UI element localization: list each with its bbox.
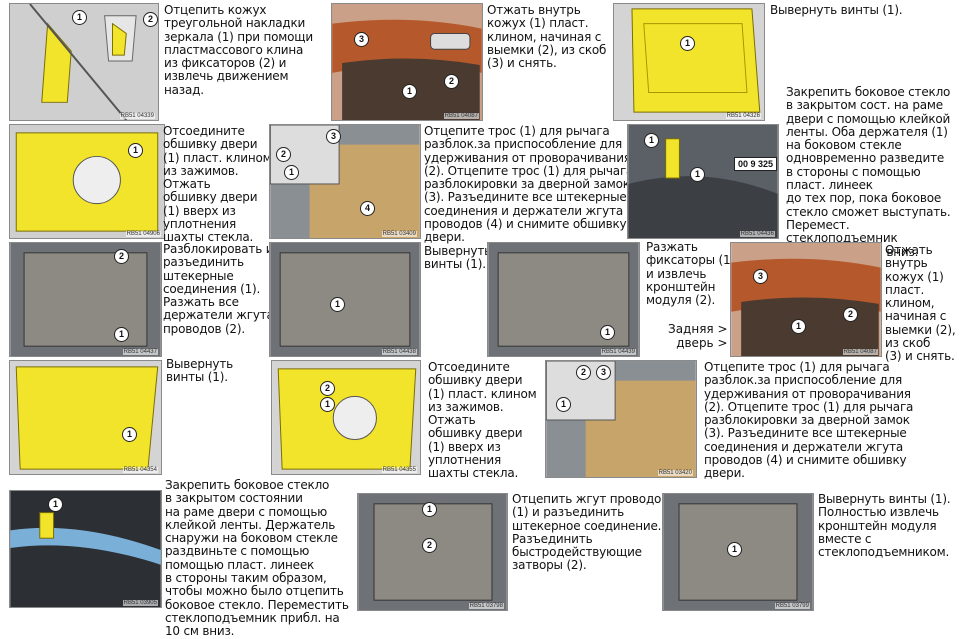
callout: 2 — [422, 538, 437, 553]
illustration-door-panel: 1 RB51 04906 — [9, 124, 165, 239]
callout: 1 — [330, 297, 345, 312]
figure-code: RB51 04437 — [122, 349, 158, 355]
callout: 2 — [576, 365, 591, 380]
rear-door-label: Задняя > дверь > — [668, 322, 728, 350]
step-text: Закрепить боковое стекло в закрытом сост… — [786, 85, 951, 259]
callout: 1 — [320, 397, 335, 412]
step-text: Отжать внутрь кожух (1) пласт. клином, н… — [487, 3, 607, 71]
figure-code: RB51 04906 — [125, 231, 161, 237]
step-text: Разжать фиксаторы (1) и извлечь кронштей… — [646, 240, 735, 308]
illustration-door-connectors: 2 1 RB51 04437 — [9, 242, 162, 357]
step-text: Вывернуть винты (1). — [770, 3, 903, 17]
step-text: Отцепить кожух треугольной накладки зерк… — [164, 3, 313, 97]
step-text: Разблокировать и разъединить штекерные с… — [163, 242, 274, 336]
callout: 1 — [680, 36, 695, 51]
illustration-door-cables: 3 2 1 4 RB51 03409 — [269, 124, 421, 239]
callout: 1 — [791, 319, 806, 334]
illustration-wiring-harness: 1 2 RB51 03798 — [357, 493, 508, 611]
illustration-window-regulator: 1 RB51 03799 — [662, 493, 814, 611]
callout: 1 — [600, 325, 615, 340]
callout: 2 — [114, 249, 129, 264]
illustration-glass-tape: 1 RB51 03905 — [9, 490, 162, 608]
callout: 1 — [284, 165, 299, 180]
callout: 1 — [644, 133, 659, 148]
step-text: Отцепите трос (1) для рычага разблок.за … — [704, 360, 914, 481]
callout: 1 — [128, 143, 143, 158]
callout: 1 — [402, 84, 417, 99]
illustration-glass-holder: 1 1 00 9 325 RB51 04436 — [627, 124, 779, 239]
callout: 1 — [422, 502, 437, 517]
callout: 2 — [320, 381, 335, 396]
step-text: Отцепите трос (1) для рычага разблок.за … — [424, 124, 634, 245]
figure-code: RB51 04087 — [842, 349, 878, 355]
step-text: Отжать внутрь кожух (1) пласт. клином, н… — [885, 243, 956, 364]
callout: 3 — [753, 269, 768, 284]
illustration-rear-door-panel: 2 1 RB51 04355 — [271, 360, 421, 475]
callout: 1 — [114, 327, 129, 342]
callout: 4 — [360, 201, 375, 216]
figure-code: RB51 04439 — [600, 349, 636, 355]
step-text: Отсоедините обшивку двери (1) пласт. кли… — [428, 360, 537, 481]
figure-code: RB51 03409 — [381, 231, 417, 237]
callout: 1 — [690, 167, 705, 182]
illustration-rear-door: 1 RB51 04354 — [9, 360, 162, 475]
step-text: Вывернуть винты (1). — [424, 244, 491, 272]
callout: 2 — [143, 12, 158, 27]
illustration-door-cover-rear: 3 1 2 RB51 04087 — [730, 242, 882, 357]
illustration-module-bracket: 1 RB51 04439 — [487, 242, 640, 357]
callout: 1 — [122, 427, 137, 442]
callout: 1 — [556, 397, 571, 412]
illustration-door-cover: 3 1 2 RB51 04087 — [331, 3, 483, 121]
callout: 3 — [354, 32, 369, 47]
illustration-door-yellow: 1 RB51 04326 — [613, 3, 765, 121]
callout: 3 — [326, 129, 341, 144]
figure-code: RB51 04436 — [739, 231, 775, 237]
figure-code: RB51 03905 — [122, 600, 158, 606]
callout: 3 — [596, 365, 611, 380]
step-text: Закрепить боковое стекло в закрытом сост… — [165, 478, 349, 639]
callout: 2 — [843, 307, 858, 322]
callout: 2 — [444, 74, 459, 89]
tool-number: 00 9 325 — [734, 157, 778, 171]
figure-code: RB51 04339 — [119, 113, 155, 119]
figure-code: RB51 04438 — [381, 349, 417, 355]
step-text: Вывернуть винты (1). — [166, 357, 233, 385]
figure-code: RB51 04087 — [443, 113, 479, 119]
illustration-mirror-trim: 1 2 RB51 04339 — [9, 3, 159, 121]
illustration-door-screws: 1 RB51 04438 — [269, 242, 421, 357]
figure-code: RB51 03798 — [468, 603, 504, 609]
figure-code: RB51 04355 — [381, 467, 417, 473]
figure-code: RB51 03799 — [774, 603, 810, 609]
figure-code: RB51 04354 — [122, 467, 158, 473]
callout: 2 — [276, 147, 291, 162]
illustration-rear-door-cables: 2 3 1 RB51 03420 — [545, 360, 697, 478]
callout: 1 — [72, 10, 87, 25]
callout: 1 — [727, 542, 742, 557]
step-text: Вывернуть винты (1). Полностью извлечь к… — [818, 492, 951, 560]
step-text: Отсоедините обшивку двери (1) пласт. кли… — [163, 124, 272, 245]
step-text: Отцепить жгут проводов (1) и разъединить… — [512, 492, 669, 573]
callout: 1 — [48, 497, 63, 512]
figure-code: RB51 04326 — [725, 113, 761, 119]
figure-code: RB51 03420 — [657, 470, 693, 476]
